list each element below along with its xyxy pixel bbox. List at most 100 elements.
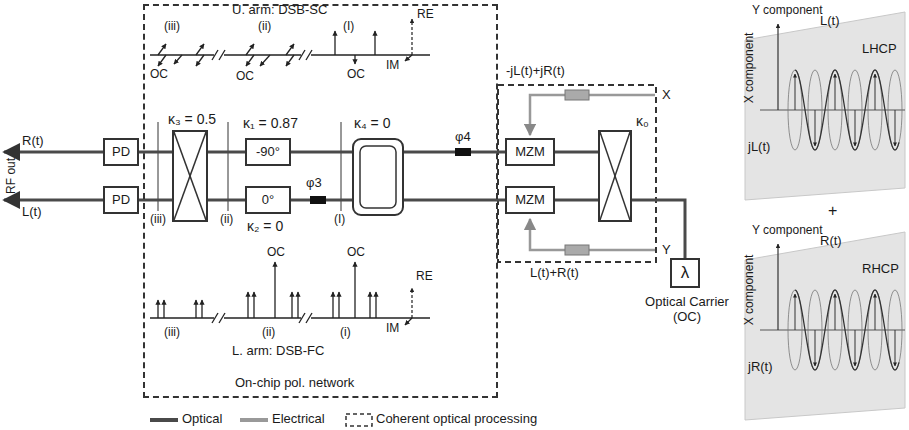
text-label: -jL(t)+jR(t) bbox=[506, 64, 565, 79]
region-box: On-chip pol. network κ₃ = 0.5 κ₁ = 0.87-90… bbox=[143, 4, 498, 398]
optical-waveguide bbox=[555, 151, 598, 154]
node-text: PD bbox=[112, 145, 130, 160]
real-axis bbox=[411, 19, 412, 55]
driver-block bbox=[565, 90, 589, 100]
spectrum-line bbox=[375, 292, 376, 318]
spectrum-line bbox=[405, 318, 412, 325]
spectrum-line bbox=[246, 55, 254, 66]
coupler-cross bbox=[174, 132, 206, 220]
text-label: OC bbox=[347, 68, 365, 82]
text-label: RE bbox=[417, 8, 434, 22]
device-box: PD bbox=[103, 138, 139, 166]
text-label: LHCP bbox=[862, 42, 897, 57]
text-label: (I) bbox=[334, 213, 345, 227]
optical-waveguide bbox=[632, 200, 685, 258]
device-box: κ₁ = 0.87-90° bbox=[245, 138, 291, 166]
spectrum-line bbox=[338, 292, 339, 318]
device-box: λOptical Carrier (OC) bbox=[670, 258, 700, 288]
spectrum-line bbox=[195, 300, 196, 318]
node-text: PD bbox=[112, 193, 130, 208]
propagation-axis bbox=[760, 110, 905, 111]
spectrum-line bbox=[158, 55, 166, 66]
text-label: IM bbox=[386, 322, 399, 336]
coupler-cross bbox=[600, 132, 630, 220]
text-label: L(t)+R(t) bbox=[530, 266, 579, 281]
electrical-wire bbox=[530, 219, 655, 250]
legend-text: Electrical bbox=[272, 412, 325, 427]
legend-text: Optical bbox=[182, 412, 222, 427]
spectrum-line bbox=[163, 300, 164, 318]
text-label: RF out bbox=[5, 158, 19, 194]
text-label: L(t) bbox=[22, 205, 42, 220]
svg-line bbox=[150, 317, 214, 318]
svg-line bbox=[341, 122, 342, 211]
node-heading: κ₂ = 0 bbox=[247, 218, 283, 234]
coupler-inner bbox=[360, 146, 396, 208]
text-label: φ4 bbox=[455, 130, 471, 145]
node-heading: Optical Carrier (OC) bbox=[637, 295, 737, 325]
spectrum-line bbox=[196, 44, 204, 55]
optical-waveguide bbox=[208, 151, 245, 154]
field-vector bbox=[835, 294, 836, 330]
node-text: 0° bbox=[262, 193, 274, 208]
field-vector bbox=[895, 330, 896, 366]
optical-waveguide bbox=[555, 199, 598, 202]
text-label: L(t) bbox=[820, 14, 840, 29]
field-vector bbox=[855, 110, 856, 146]
spectrum-line bbox=[332, 292, 333, 318]
node-heading: On-chip pol. network bbox=[235, 376, 354, 391]
optical-waveguide bbox=[291, 151, 352, 154]
text-label: jL(t) bbox=[748, 140, 770, 155]
svg-line bbox=[219, 313, 225, 323]
svg-line bbox=[212, 313, 218, 323]
svg-line bbox=[306, 50, 312, 60]
optical-waveguide bbox=[404, 151, 505, 154]
spectrum-line bbox=[286, 44, 294, 55]
spectrum-line bbox=[158, 44, 166, 55]
coupler-box: κ₃ = 0.5 bbox=[172, 130, 208, 222]
field-helix bbox=[795, 70, 899, 150]
field-vector bbox=[795, 294, 796, 330]
node-text: MZM bbox=[515, 193, 545, 208]
text-label: (iii) bbox=[164, 326, 180, 340]
rf-output bbox=[4, 151, 103, 154]
polarization-plane bbox=[745, 232, 905, 420]
text-label: X component bbox=[743, 33, 757, 104]
field-vector bbox=[875, 294, 876, 330]
svg-line bbox=[224, 54, 301, 55]
node-text: MZM bbox=[515, 145, 545, 160]
spectrum-line bbox=[291, 292, 292, 318]
field-vector bbox=[895, 110, 896, 146]
spectrum-line bbox=[374, 31, 375, 55]
real-axis bbox=[411, 288, 412, 318]
polarization-illustration bbox=[745, 12, 905, 420]
text-label: (ii) bbox=[258, 20, 271, 34]
text-label: X bbox=[662, 88, 671, 103]
text-label: (iii) bbox=[150, 213, 166, 227]
text-label: + bbox=[828, 202, 837, 220]
spectrum-line bbox=[354, 262, 355, 318]
spectrum-line bbox=[286, 55, 294, 66]
spectrum-line bbox=[157, 300, 158, 318]
coupler-box: κ₀ bbox=[598, 130, 632, 222]
text-label: (i) bbox=[340, 326, 351, 340]
node-heading: κ₄ = 0 bbox=[354, 115, 390, 131]
field-vector bbox=[875, 74, 876, 110]
driver-block bbox=[565, 245, 589, 255]
y-axis bbox=[777, 24, 778, 110]
text-label: (I) bbox=[343, 20, 354, 34]
svg-line bbox=[299, 50, 305, 60]
coupler-cross bbox=[600, 132, 630, 220]
node-heading: κ₀ bbox=[636, 113, 649, 129]
electrical-wire bbox=[530, 95, 655, 135]
text-label: Y component bbox=[752, 4, 823, 18]
text-label: φ3 bbox=[306, 176, 322, 191]
spectrum-line bbox=[260, 55, 270, 66]
field-helix bbox=[795, 290, 899, 370]
coupler-cross bbox=[174, 132, 206, 220]
spectrum-line bbox=[247, 292, 248, 318]
spectrum-line bbox=[246, 44, 254, 55]
device-box: MZM bbox=[505, 138, 555, 166]
